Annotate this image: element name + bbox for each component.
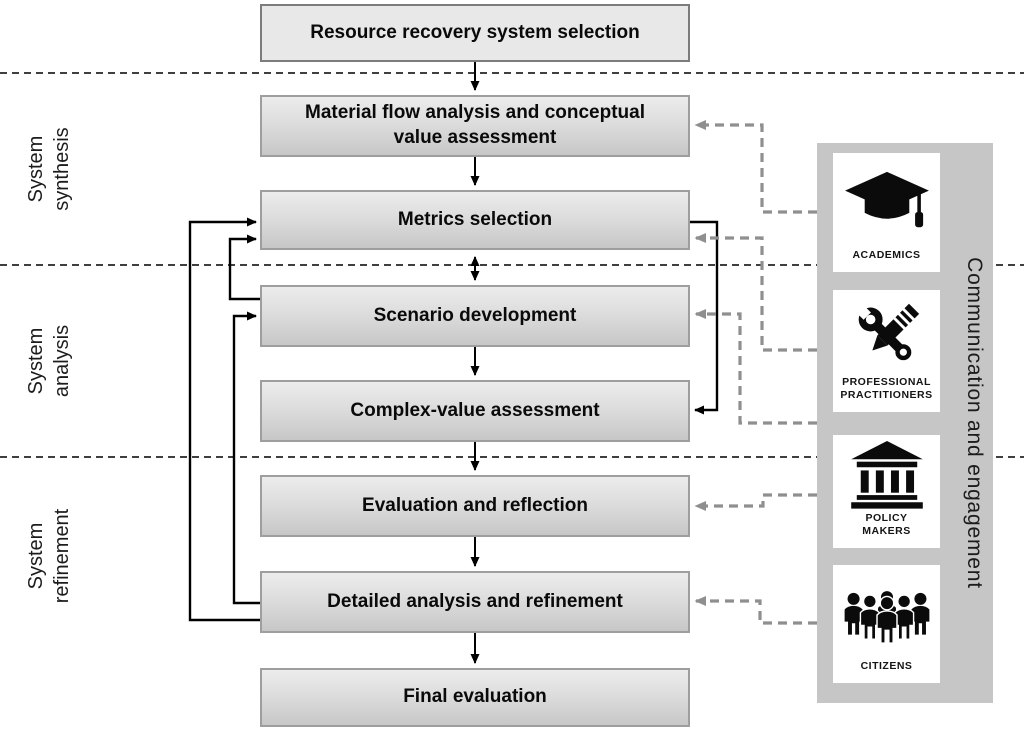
box-detailed-analysis-and-refinement: Detailed analysis and refinement [260, 571, 690, 633]
engagement-link-to-mfa [694, 120, 817, 214]
wrench-and-pencil-icon [854, 303, 919, 361]
box-metrics-selection: Metrics selection [260, 190, 690, 250]
feedback-detailed-to-scenario [232, 311, 260, 605]
government-building-icon [850, 441, 923, 509]
stakeholder-panel: Communication and engagement ACADEMICS [817, 143, 993, 703]
box-scenario-development: Scenario development [260, 285, 690, 347]
box-resource-recovery-system-selection: Resource recovery system selection [260, 4, 690, 62]
box-complex-value-assessment: Complex-value assessment [260, 380, 690, 442]
box-final-evaluation: Final evaluation [260, 668, 690, 727]
graduation-cap-icon [844, 172, 929, 228]
engagement-link-to-scenario [694, 309, 817, 425]
panel-title: Communication and engagement [963, 257, 986, 589]
stakeholder-label: CITIZENS [860, 660, 913, 673]
engagement-link-to-metrics [694, 233, 817, 352]
people-crowd-icon [844, 590, 929, 644]
feedback-scenario-to-metrics [228, 234, 260, 301]
stakeholder-card-policy-makers: POLICY MAKERS [833, 435, 940, 548]
phase-label-system-analysis: System analysis [24, 324, 73, 398]
engagement-link-to-detailed [694, 596, 817, 625]
stakeholder-label: POLICY MAKERS [862, 511, 911, 538]
phase-label-system-refinement: System refinement [24, 508, 73, 604]
feedback-detailed-to-metrics [188, 217, 260, 622]
engagement-link-to-evaluation [694, 493, 817, 511]
box-evaluation-and-reflection: Evaluation and reflection [260, 475, 690, 537]
stakeholder-label: PROFESSIONAL PRACTITIONERS [840, 375, 933, 402]
stakeholder-card-professional-practitioners: PROFESSIONAL PRACTITIONERS [833, 290, 940, 412]
link-metrics-to-complex-value [690, 220, 719, 415]
stakeholder-card-citizens: CITIZENS [833, 565, 940, 683]
box-material-flow-analysis: Material flow analysis and conceptual va… [260, 95, 690, 157]
stakeholder-card-academics: ACADEMICS [833, 153, 940, 272]
phase-label-system-synthesis: System synthesis [24, 127, 73, 211]
stakeholder-label: ACADEMICS [852, 249, 921, 262]
